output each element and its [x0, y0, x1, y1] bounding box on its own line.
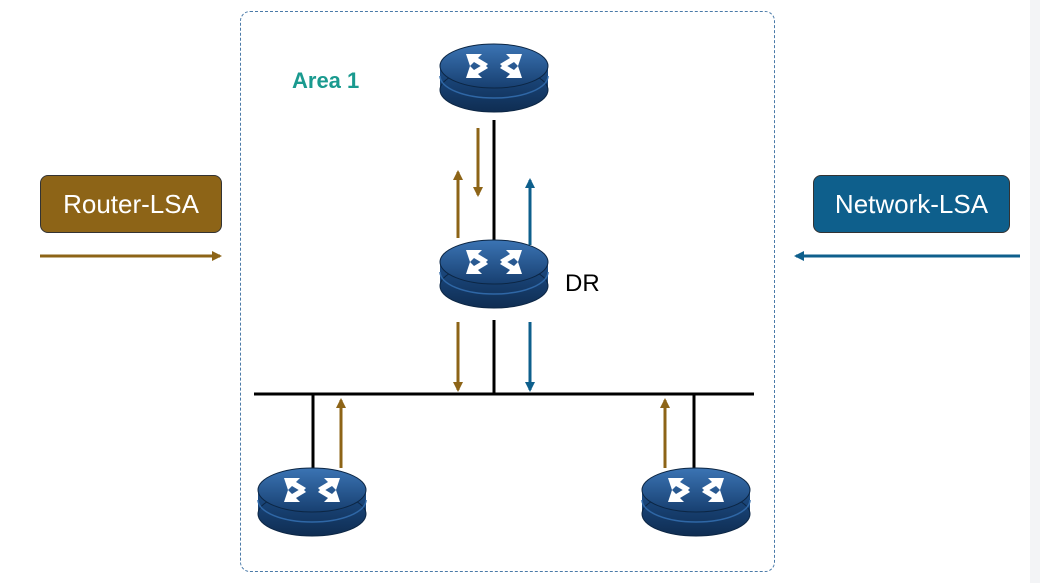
- network-lsa-legend: Network-LSA: [813, 175, 1010, 233]
- page-edge-shade: [1030, 0, 1040, 583]
- router-icon: [439, 239, 549, 309]
- dr-label: DR: [565, 270, 600, 297]
- router-icon: [257, 467, 367, 537]
- router-icon: [439, 43, 549, 113]
- area-boundary: [240, 11, 775, 572]
- router-icon: [641, 467, 751, 537]
- area-label: Area 1: [292, 68, 360, 93]
- router-lsa-legend: Router-LSA: [40, 175, 222, 233]
